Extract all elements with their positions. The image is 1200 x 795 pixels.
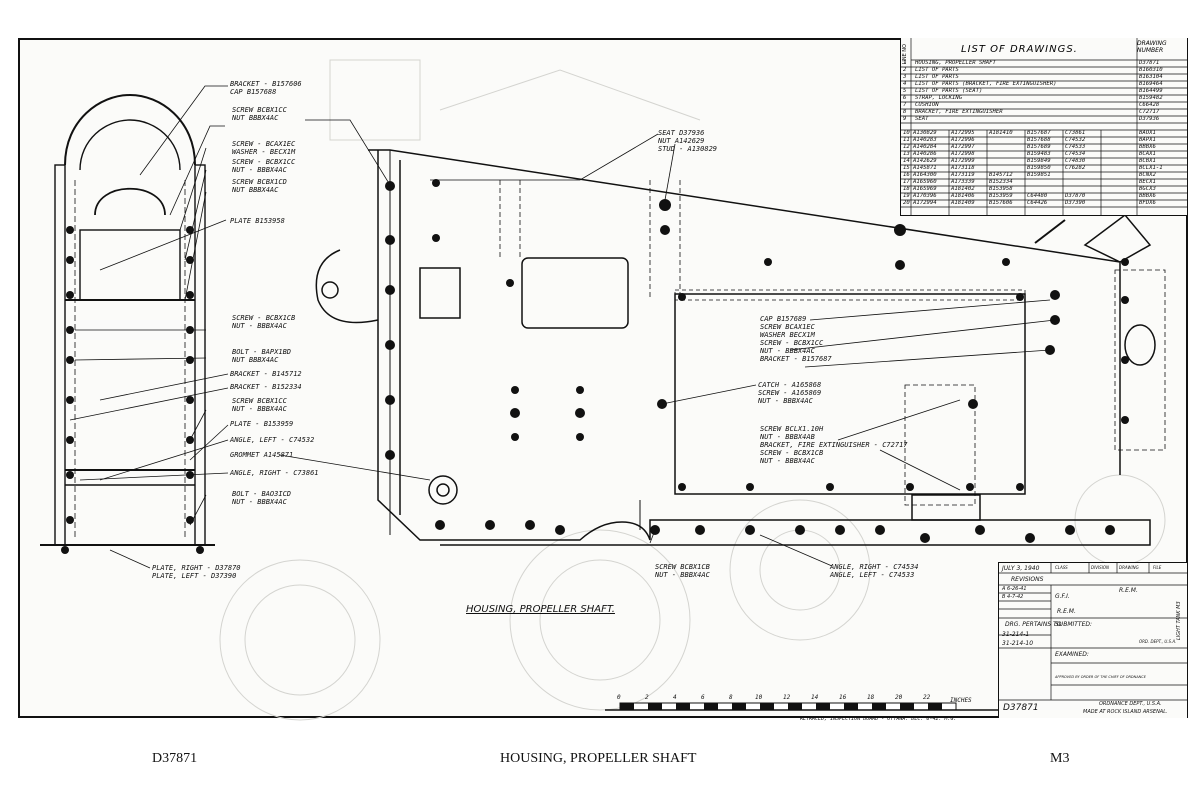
title-block-grid bbox=[999, 563, 1188, 701]
scale-tick-18: 18 bbox=[867, 694, 875, 701]
examined-label: EXAMINED: bbox=[1055, 651, 1089, 658]
rev-col-drawing: DRAWING bbox=[1119, 565, 1139, 570]
drawn-by: G.F.I. bbox=[1055, 593, 1070, 600]
lod-grid bbox=[901, 38, 1188, 216]
rev-entry-b: B 4-7-42 bbox=[1002, 594, 1024, 600]
list-of-drawings: LINE NO LIST OF DRAWINGS. DRAWING NUMBER… bbox=[900, 38, 1188, 216]
view-title: HOUSING, PROPELLER SHAFT. bbox=[466, 604, 615, 615]
pertains-item-1: 31-214-1 bbox=[1002, 631, 1030, 638]
submitted-label: SUBMITTED: bbox=[1055, 621, 1093, 628]
leader-lines bbox=[69, 85, 1056, 569]
rev-entry-a: A 6-26-41 bbox=[1002, 586, 1027, 592]
ghost-background bbox=[219, 59, 1166, 721]
rev-col-class: CLASS bbox=[1055, 565, 1068, 570]
scale-tick-6: 6 bbox=[701, 694, 705, 701]
scale-tick-20: 20 bbox=[895, 694, 903, 701]
scale-tick-2: 2 bbox=[645, 694, 649, 701]
traced-by: R.E.M. bbox=[1057, 608, 1076, 615]
side-view-bolts bbox=[385, 179, 1129, 543]
scale-tick-4: 4 bbox=[673, 694, 677, 701]
title-block: JULY 3, 1940 CLASS DIVISION DRAWING FILE… bbox=[998, 562, 1188, 718]
scale-tick-0: 0 bbox=[617, 694, 621, 701]
submitted-org: ORD. DEPT., U.S.A. bbox=[1139, 639, 1177, 644]
scale-tick-14: 14 bbox=[811, 694, 819, 701]
scale-tick-8: 8 bbox=[729, 694, 733, 701]
scale-tick-16: 16 bbox=[839, 694, 847, 701]
callout-bracket-b145712: BRACKET - B145712 bbox=[230, 370, 302, 378]
callout-plate-b153959: PLATE - B153959 bbox=[230, 420, 294, 428]
approved-note: APPROVED BY ORDER OF THE CHIEF OF ORDNAN… bbox=[1055, 675, 1146, 679]
drg-pertains-label: DRG. PERTAINS TO bbox=[1005, 621, 1062, 628]
arsenal: MADE AT ROCK ISLAND ARSENAL. bbox=[1083, 709, 1168, 715]
bottom-drawing-number: D37871 bbox=[152, 751, 198, 766]
side-view bbox=[315, 149, 1166, 546]
callout-plate-b153958: PLATE B153958 bbox=[230, 217, 285, 225]
side-text: LIGHT TANK M3 bbox=[1176, 601, 1182, 640]
scale-tick-22: 22 bbox=[923, 694, 931, 701]
callout-angle-left-c74532: ANGLE, LEFT - C74532 bbox=[230, 436, 315, 444]
end-view bbox=[40, 93, 215, 546]
callout-bracket-b152334: BRACKET - B152334 bbox=[230, 383, 302, 391]
callout-angle-right-c73861: ANGLE, RIGHT - C73861 bbox=[230, 469, 319, 477]
scale-tick-12: 12 bbox=[783, 694, 791, 701]
bottom-model: M3 bbox=[1050, 751, 1070, 766]
scale-bar bbox=[605, 702, 998, 711]
callout-grommet-a145871: GROMMET A145871 bbox=[230, 451, 294, 459]
rev-col-file: FILE bbox=[1153, 565, 1162, 570]
checked-by: R.E.M. bbox=[1119, 587, 1138, 594]
scale-unit: INCHES bbox=[950, 697, 972, 704]
scale-tick-10: 10 bbox=[755, 694, 763, 701]
rev-title: REVISIONS bbox=[1011, 576, 1044, 583]
rev-col-division: DIVISION bbox=[1091, 565, 1110, 570]
ord-dept: ORDNANCE DEPT., U.S.A. bbox=[1099, 701, 1162, 707]
lod-title: LIST OF DRAWINGS. bbox=[961, 44, 1078, 55]
lod-number-header: DRAWING NUMBER bbox=[1137, 40, 1167, 54]
pertains-item-2: 31-214-10 bbox=[1002, 640, 1034, 647]
retraced-note: RETRACED, INSPECTION BOARD - OTTAWA. DEC… bbox=[800, 716, 957, 722]
bottom-title: HOUSING, PROPELLER SHAFT bbox=[500, 751, 697, 766]
end-view-bolts bbox=[61, 226, 204, 554]
title-block-number: D37871 bbox=[1003, 703, 1039, 713]
rev-date: JULY 3, 1940 bbox=[1002, 565, 1040, 572]
